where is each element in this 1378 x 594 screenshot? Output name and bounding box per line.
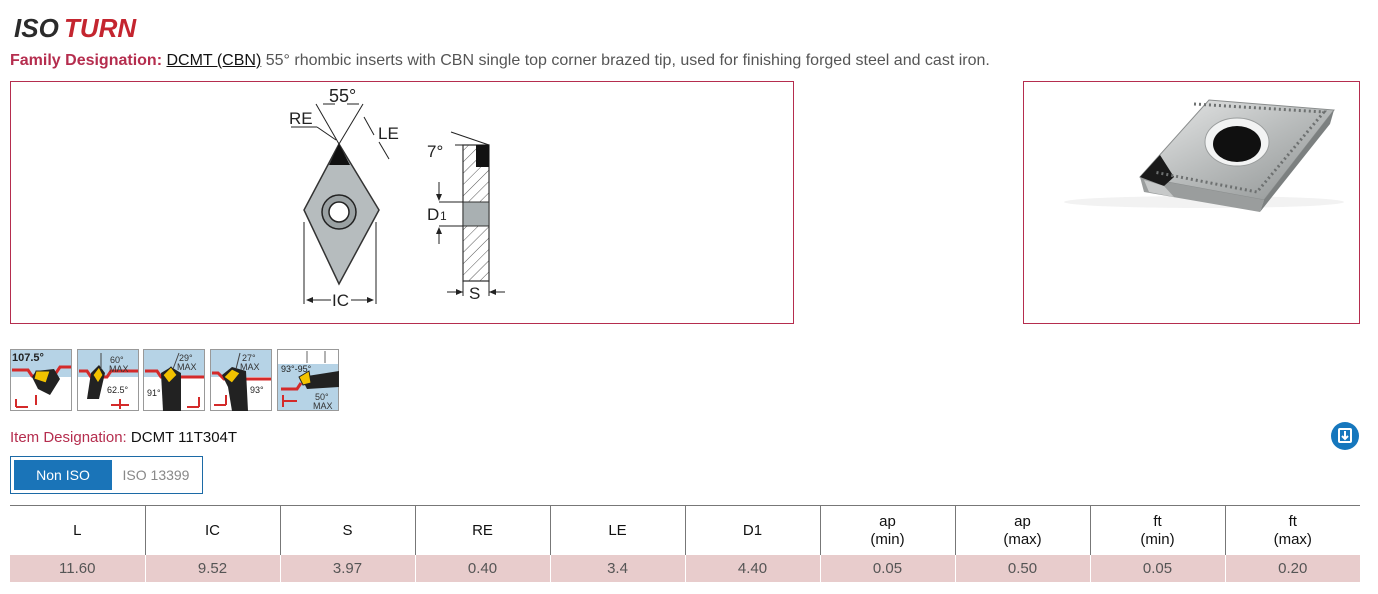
insert-photo — [1064, 99, 1344, 212]
download-icon — [1338, 428, 1352, 443]
svg-text:93°-95°: 93°-95° — [281, 364, 312, 374]
svg-text:55°: 55° — [329, 86, 356, 106]
svg-text:ISO: ISO — [14, 13, 59, 42]
item-label: Item Designation: — [10, 429, 127, 446]
cell-s: 3.97 — [279, 555, 415, 582]
svg-text:7°: 7° — [427, 142, 443, 161]
93-turning-icon[interactable]: 27° MAX 93° — [210, 349, 272, 411]
insert-photo-panel — [1023, 81, 1360, 324]
table-row: 11.60 9.52 3.97 0.40 3.4 4.40 0.05 0.50 … — [10, 555, 1360, 582]
item-value: DCMT 11T304T — [130, 429, 238, 446]
svg-text:MAX: MAX — [240, 362, 260, 372]
column-header-s: S — [279, 505, 415, 555]
svg-text:91°: 91° — [147, 388, 161, 398]
column-header-l: L — [10, 505, 145, 555]
column-header-ap-min: ap(min) — [819, 505, 955, 555]
column-header-ap-max: ap(max) — [954, 505, 1090, 555]
insert-drawing-panel: 55° RE LE IC 7° D 1 — [10, 81, 794, 324]
107-5-profiling-icon[interactable]: 107.5° — [10, 349, 72, 411]
cell-ic: 9.52 — [144, 555, 280, 582]
isoturn-logo: ISO TURN — [14, 13, 137, 42]
column-header-ft-min: ft(min) — [1089, 505, 1225, 555]
svg-text:27°: 27° — [242, 353, 256, 363]
column-header-d1: D1 — [684, 505, 820, 555]
svg-text:1: 1 — [440, 209, 447, 223]
item-designation: Item Designation: DCMT 11T304T — [10, 429, 237, 446]
svg-text:MAX: MAX — [177, 362, 197, 372]
column-header-ft-max: ft(max) — [1224, 505, 1360, 555]
svg-text:D: D — [427, 205, 439, 224]
family-designation: Family Designation: DCMT (CBN) 55° rhomb… — [10, 52, 990, 70]
svg-text:S: S — [469, 284, 480, 303]
family-code-link[interactable]: DCMT (CBN) — [166, 52, 262, 69]
svg-text:RE: RE — [289, 109, 313, 128]
cell-re: 0.40 — [414, 555, 550, 582]
svg-text:MAX: MAX — [313, 401, 333, 411]
standard-toggle: Non ISO ISO 13399 — [10, 456, 203, 494]
column-header-ic: IC — [144, 505, 280, 555]
cell-l: 11.60 — [10, 555, 145, 582]
column-header-re: RE — [414, 505, 550, 555]
93-95-boring-icon[interactable]: 93°-95° 50° MAX — [277, 349, 339, 411]
62-5-copying-icon[interactable]: 60° MAX 62.5° — [77, 349, 139, 411]
download-button[interactable] — [1331, 422, 1359, 450]
svg-text:107.5°: 107.5° — [12, 352, 44, 364]
svg-text:MAX: MAX — [109, 364, 129, 374]
cell-ft-min: 0.05 — [1089, 555, 1225, 582]
non-iso-tab[interactable]: Non ISO — [14, 460, 112, 490]
cell-ap-max: 0.50 — [954, 555, 1090, 582]
svg-text:IC: IC — [332, 291, 349, 310]
svg-text:60°: 60° — [110, 355, 124, 365]
iso-13399-tab[interactable]: ISO 13399 — [122, 467, 190, 483]
family-label: Family Designation: — [10, 52, 163, 69]
cell-d1: 4.40 — [684, 555, 820, 582]
table-header-row: L IC S RE LE D1 ap(min) ap(max) ft(min) … — [10, 505, 1360, 555]
cell-ft-max: 0.20 — [1224, 555, 1360, 582]
svg-text:LE: LE — [378, 124, 399, 143]
cell-ap-min: 0.05 — [819, 555, 955, 582]
svg-text:TURN: TURN — [64, 13, 137, 42]
svg-text:93°: 93° — [250, 385, 264, 395]
svg-text:62.5°: 62.5° — [107, 385, 129, 395]
svg-text:50°: 50° — [315, 392, 329, 402]
column-header-le: LE — [549, 505, 685, 555]
dimensions-table: L IC S RE LE D1 ap(min) ap(max) ft(min) … — [10, 505, 1360, 582]
family-description: 55° rhombic inserts with CBN single top … — [265, 52, 990, 69]
cell-le: 3.4 — [549, 555, 685, 582]
svg-text:29°: 29° — [179, 353, 193, 363]
91-turning-icon[interactable]: 29° MAX 91° — [143, 349, 205, 411]
insert-technical-drawing: 55° RE LE IC 7° D 1 — [289, 86, 505, 310]
